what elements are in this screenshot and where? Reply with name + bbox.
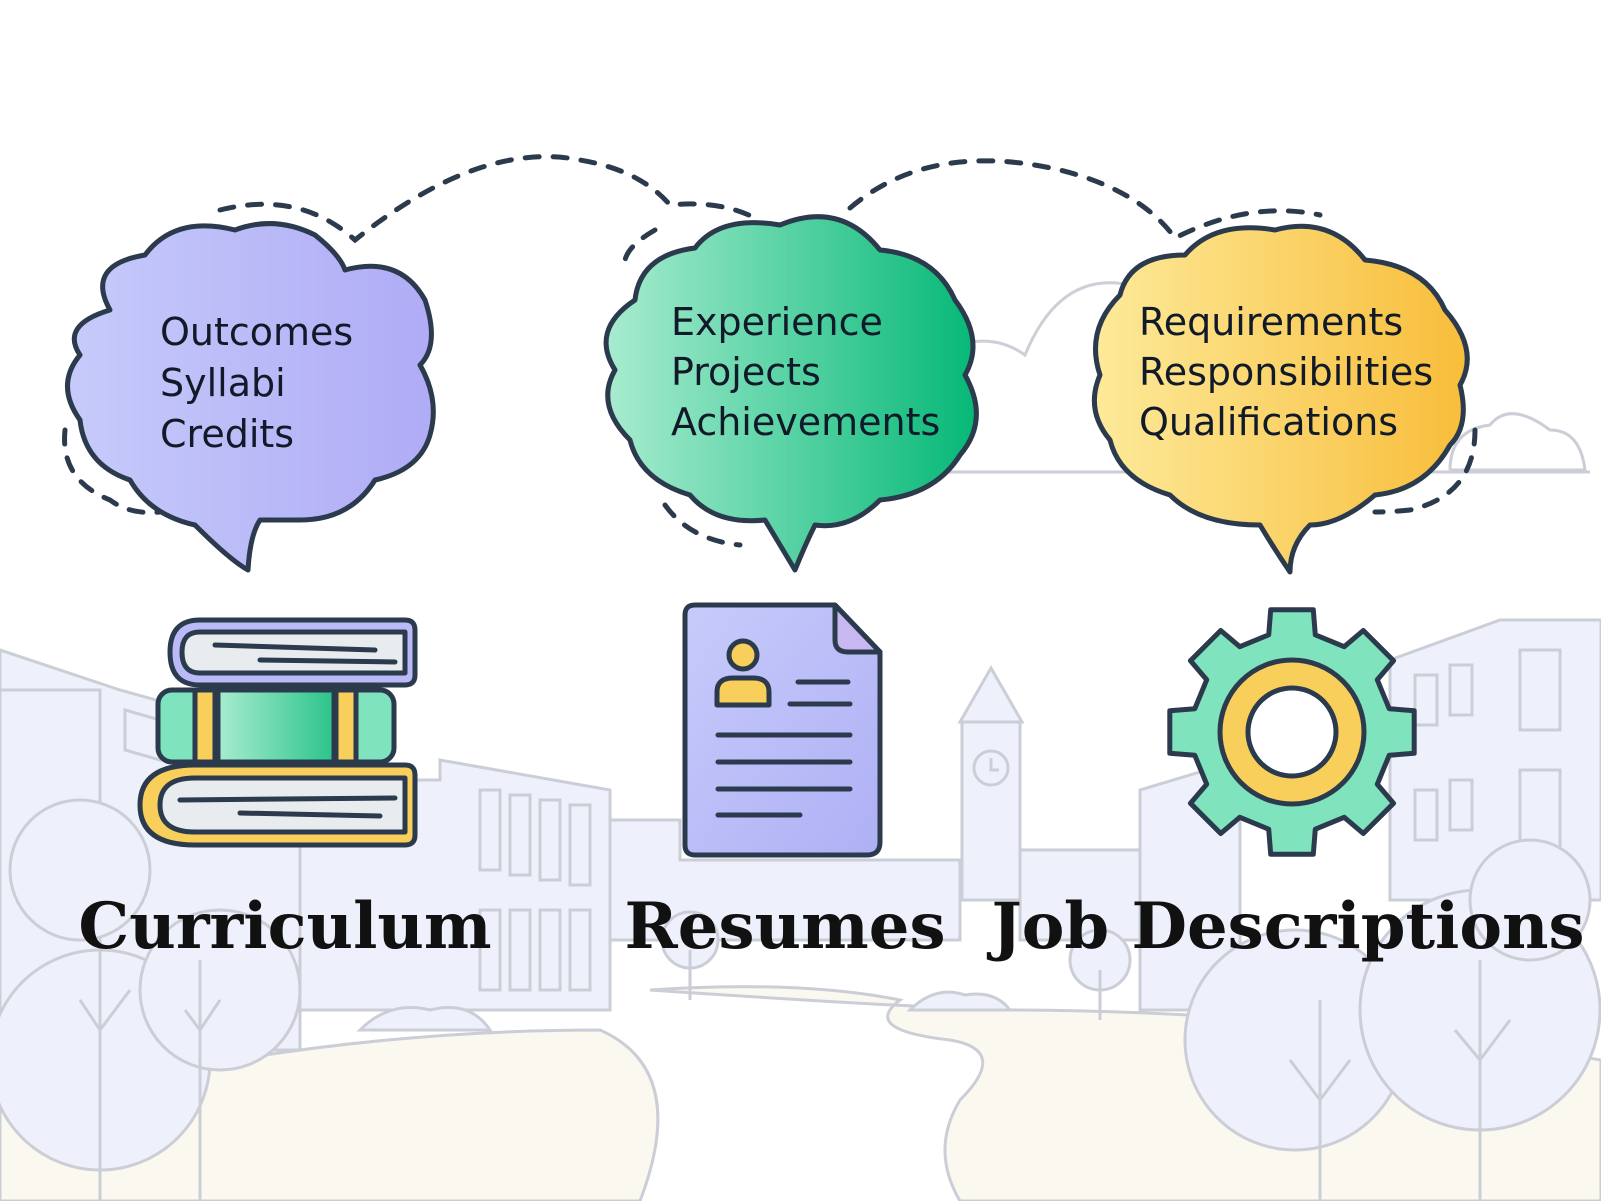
thought-bubble [1091, 223, 1470, 575]
bubble-item: Syllabi [160, 361, 286, 405]
thought-bubble [603, 214, 979, 573]
column-label-resumes: Resumes [625, 889, 946, 964]
building-center [608, 818, 962, 942]
books-icon [137, 617, 418, 848]
gear-icon [1167, 607, 1417, 857]
campus-background [0, 259, 1601, 1201]
dashed-connector [217, 154, 758, 244]
bubble-item: Outcomes [160, 310, 353, 354]
dashed-bubble-ring [62, 427, 163, 515]
bubble-item: Achievements [671, 400, 940, 444]
cloud-shape [1448, 412, 1587, 472]
dashed-bubble-ring [1372, 427, 1478, 515]
trees [0, 798, 1601, 1201]
bubble-resumes: Experience Projects Achievements [603, 214, 979, 573]
bubble-curriculum: Outcomes Syllabi Credits [65, 221, 436, 573]
thought-bubble [65, 221, 436, 573]
dashed-connector [847, 158, 1323, 242]
bubble-job-descriptions: Requirements Responsibilities Qualificat… [1091, 223, 1470, 575]
bubble-item: Requirements [1139, 300, 1403, 344]
bubble-item: Qualifications [1139, 400, 1398, 444]
column-label-curriculum: Curriculum [78, 889, 491, 964]
bubble-item: Experience [671, 300, 883, 344]
column-label-job-descriptions: Job Descriptions [986, 889, 1584, 964]
building-windows [478, 788, 592, 992]
clock-tower-spire [957, 664, 1025, 724]
bubble-item: Credits [160, 412, 294, 456]
clock-icon [972, 749, 1010, 787]
bubble-item: Responsibilities [1139, 350, 1433, 394]
dashed-bubble-ring [621, 227, 743, 548]
clock-tower [960, 718, 1022, 902]
resume-document-icon [682, 602, 883, 858]
bubble-item: Projects [671, 350, 821, 394]
building-far-right [1388, 618, 1601, 902]
